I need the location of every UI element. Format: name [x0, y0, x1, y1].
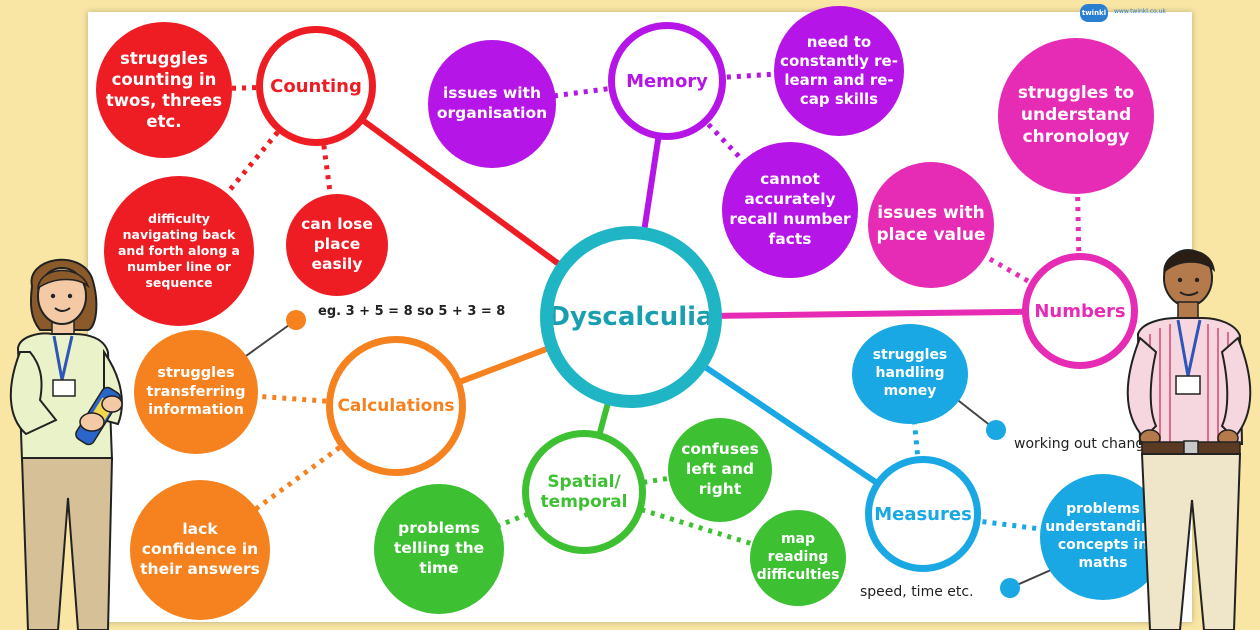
- brand-mark: twinkl www.twinkl.co.uk: [1080, 2, 1190, 26]
- leaf-spatial-leftright: confuses left and right: [668, 418, 772, 522]
- brand-url: www.twinkl.co.uk: [1114, 8, 1166, 15]
- hub-memory-label: Memory: [626, 70, 708, 92]
- leaf-counting-navigate: difficulty navigating back and forth alo…: [104, 176, 254, 326]
- teacher-man-illustration: [1126, 249, 1252, 630]
- leaf-numbers-chronology: struggles to understand chronology: [998, 38, 1154, 194]
- leaf-memory-recall: cannot accurately recall number facts: [722, 142, 858, 278]
- hub-measures: Measures: [865, 456, 981, 572]
- hub-spatial-label: Spatial/ temporal: [540, 472, 628, 512]
- center-node: Dyscalculia: [540, 226, 722, 408]
- hub-memory: Memory: [608, 22, 726, 140]
- note-money: working out change: [1014, 436, 1153, 452]
- link-spatial-map: [583, 489, 799, 561]
- teacher-woman-illustration: [9, 258, 123, 630]
- hub-spatial: Spatial/ temporal: [522, 430, 646, 554]
- hub-calculations: Calculations: [326, 336, 466, 476]
- leaf-memory-organisation: issues with organisation: [428, 40, 556, 168]
- note-calc-example: eg. 3 + 5 = 8 so 5 + 3 = 8: [318, 304, 506, 319]
- leaf-numbers-place-value: issues with place value: [868, 162, 994, 288]
- leaf-measures-money: struggles handling money: [852, 324, 968, 424]
- hub-counting: Counting: [256, 26, 376, 146]
- hub-counting-label: Counting: [270, 75, 362, 97]
- hub-numbers: Numbers: [1022, 253, 1138, 369]
- bullet-calc-example: [286, 310, 306, 330]
- bullet-speed: [1000, 578, 1020, 598]
- bullet-money: [986, 420, 1006, 440]
- leaf-counting-twos: struggles counting in twos, threes etc.: [96, 22, 232, 158]
- leaf-memory-relearn: need to constantly re-learn and re-cap s…: [774, 6, 904, 136]
- leaf-spatial-map: map reading difficulties: [750, 510, 846, 606]
- leaf-spatial-time: problems telling the time: [374, 484, 504, 614]
- note-speed: speed, time etc.: [860, 584, 974, 600]
- leaf-calc-transfer: struggles transferring information: [134, 330, 258, 454]
- hub-calculations-label: Calculations: [337, 396, 455, 416]
- center-label: Dyscalculia: [548, 302, 714, 332]
- leaf-calc-confidence: lack confidence in their answers: [130, 480, 270, 620]
- leaf-counting-place: can lose place easily: [286, 194, 388, 296]
- hub-numbers-label: Numbers: [1034, 300, 1126, 322]
- brand-logo: twinkl: [1080, 4, 1108, 22]
- hub-measures-label: Measures: [874, 503, 972, 525]
